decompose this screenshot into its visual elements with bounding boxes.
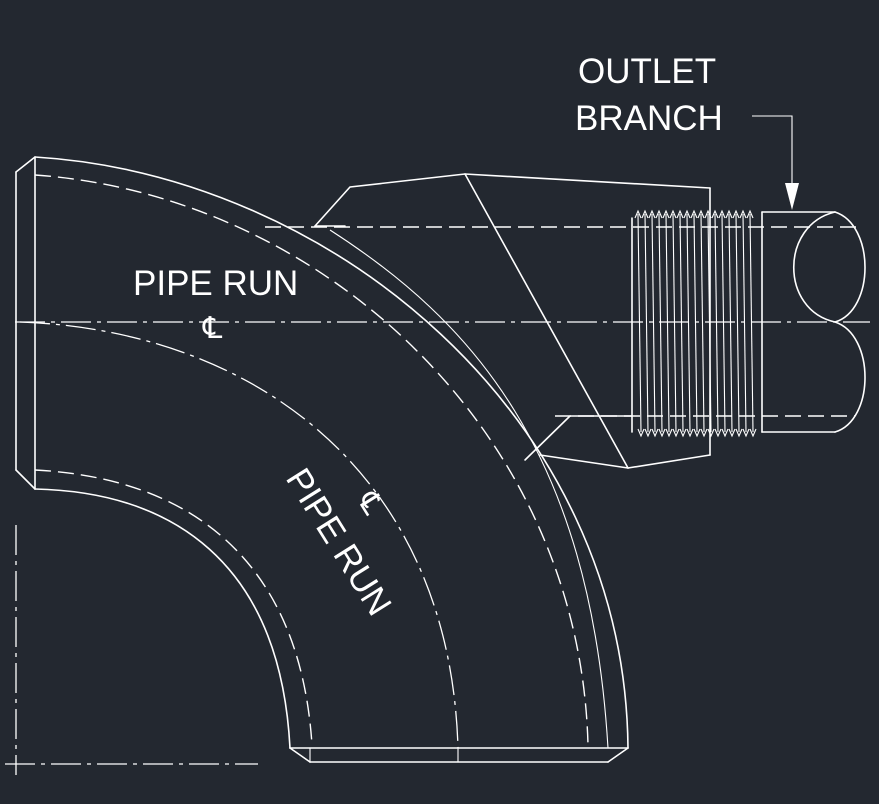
leader-arrowhead	[785, 183, 799, 210]
thread-tooth-bottom	[665, 428, 673, 438]
outlet-branch-leader	[752, 115, 799, 210]
thread-tooth-top	[732, 209, 740, 219]
outlet-lower-edge	[539, 454, 629, 469]
thread-tooth-top	[683, 209, 691, 219]
thread-tooth-top	[662, 209, 670, 219]
thread-tooth-bottom	[679, 428, 687, 438]
thread-tooth-top	[711, 209, 719, 219]
leader-line	[752, 115, 793, 185]
branch-break-upper	[793, 211, 866, 323]
thread-tooth-bottom	[693, 428, 701, 438]
thread-tooth-bottom	[707, 428, 715, 438]
thread-ridge-line	[742, 213, 747, 433]
thread-tooth-top	[746, 209, 754, 219]
thread-tooth-bottom	[658, 428, 666, 438]
thread-ridge-line	[672, 213, 677, 433]
thread-tooth-top	[669, 209, 677, 219]
elbow-inner-arc	[34, 488, 291, 749]
thread-tooth-bottom	[728, 428, 736, 438]
thread-ridge-line	[714, 213, 719, 433]
thread-tooth-bottom	[700, 428, 708, 438]
elbow-outlet-left-chamfer	[289, 747, 311, 763]
thread-tooth-bottom	[651, 428, 659, 438]
outlet-lower-edge-right	[627, 454, 711, 469]
thread-tooth-top	[676, 209, 684, 219]
thread-ridge-line	[700, 213, 705, 433]
thread-tooth-bottom	[686, 428, 694, 438]
outlet-label-line2: BRANCH	[575, 99, 723, 138]
outlet-label-line1: OUTLET	[578, 52, 716, 91]
thread-tooth-bottom	[644, 428, 652, 438]
thread-tooth-bottom	[721, 428, 729, 438]
thread-ridge-line	[637, 213, 642, 433]
rotated-centerline-symbol: ℄	[350, 485, 390, 521]
thread-ridge-line	[693, 213, 698, 433]
elbow-inlet-bottom-chamfer	[15, 469, 36, 490]
thread-tooth-bottom	[735, 428, 743, 438]
thread-tooth-top	[655, 209, 663, 219]
pipe-run-centerline-symbol: ℄	[202, 311, 222, 346]
elbow-outer-bevel	[329, 229, 609, 749]
thread-ridge-line	[658, 213, 663, 433]
thread-tooth-bottom	[742, 428, 750, 438]
thread-tooth-top	[634, 209, 642, 219]
thread-tooth-top	[739, 209, 747, 219]
thread-ridge-line	[735, 213, 740, 433]
outlet-thread	[631, 209, 763, 438]
elbow-centerline	[19, 321, 459, 749]
thread-ridge-line	[707, 213, 712, 433]
thread-ridges	[634, 209, 757, 438]
thread-tooth-bottom	[637, 428, 645, 438]
thread-ridge-line	[644, 213, 649, 433]
thread-tooth-top	[690, 209, 698, 219]
elbow-hidden-outer-wall	[34, 174, 589, 746]
elbow-fitting	[15, 156, 629, 763]
thread-tooth-bottom	[714, 428, 722, 438]
thread-ridge-line	[749, 213, 754, 433]
thread-tooth-top	[648, 209, 656, 219]
thread-tooth-top	[718, 209, 726, 219]
thread-tooth-top	[697, 209, 705, 219]
elbow-outlet-right-chamfer	[607, 747, 629, 763]
thread-tooth-bottom	[672, 428, 680, 438]
elbow-outer-arc	[34, 156, 629, 749]
elbow-inlet-top-chamfer	[15, 156, 36, 173]
thread-ridge-line	[679, 213, 684, 433]
thread-ridge-line	[728, 213, 733, 433]
thread-ridge-line	[651, 213, 656, 433]
thread-ridge-line	[686, 213, 691, 433]
elbow-hidden-inner-wall	[34, 469, 313, 746]
thread-ridge-line	[665, 213, 670, 433]
thread-tooth-bottom	[749, 428, 757, 438]
thread-tooth-top	[641, 209, 649, 219]
outlet-diagonal-edge	[464, 173, 629, 469]
thread-tooth-top	[704, 209, 712, 219]
branch-break-lower	[834, 321, 866, 433]
thread-tooth-top	[725, 209, 733, 219]
pipe-run-label: PIPE RUN	[133, 264, 298, 303]
outlet-top-edge	[314, 173, 711, 227]
thread-ridge-line	[721, 213, 726, 433]
rotated-centerline-symbol-group: ℄	[350, 485, 390, 521]
outlet-branch-fitting	[265, 173, 866, 469]
